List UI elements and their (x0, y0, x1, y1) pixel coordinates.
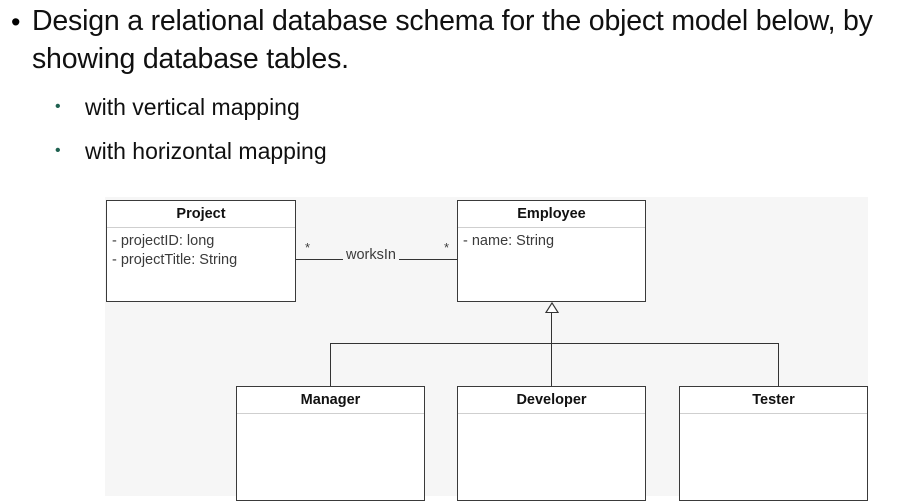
uml-attribute-compartment (458, 414, 645, 418)
main-bullet-line-2: below, by showing database tables. (32, 5, 873, 75)
uml-class-name: Project (107, 201, 295, 228)
sub-bullet-marker-icon: • (55, 142, 61, 159)
association-multiplicity-source: * (305, 240, 311, 255)
generalization-branch-tester (778, 343, 779, 386)
uml-attribute: - projectTitle: String (112, 252, 238, 268)
sub-bullet-marker-icon: • (55, 98, 61, 115)
uml-attribute: - projectID: long (112, 233, 215, 249)
sub-bullet-text: with horizontal mapping (85, 138, 327, 164)
slide-text-block: • Design a relational database schema fo… (0, 0, 911, 190)
main-bullet-text: Design a relational database schema for … (32, 2, 906, 78)
uml-class-name: Developer (458, 387, 645, 414)
uml-class-diagram: Project - projectID: long - projectTitle… (105, 197, 868, 501)
main-bullet-line-1: Design a relational database schema for … (32, 5, 748, 37)
sub-bullet-item-horizontal-mapping: • with horizontal mapping (55, 136, 905, 166)
uml-class-project: Project - projectID: long - projectTitle… (106, 200, 296, 302)
generalization-stem (551, 313, 552, 343)
association-label: worksIn (343, 247, 399, 264)
uml-class-employee: Employee - name: String (457, 200, 646, 302)
uml-attribute-compartment: - name: String (458, 228, 645, 251)
uml-attribute: - name: String (463, 233, 555, 249)
uml-attribute-compartment: - projectID: long - projectTitle: String (107, 228, 295, 270)
generalization-bar (330, 343, 778, 344)
uml-class-developer: Developer (457, 386, 646, 501)
main-bullet-item: • Design a relational database schema fo… (6, 2, 906, 78)
uml-class-name: Tester (680, 387, 867, 414)
uml-attribute-compartment (680, 414, 867, 418)
bullet-marker-icon: • (11, 7, 21, 37)
uml-class-tester: Tester (679, 386, 868, 501)
generalization-branch-developer (551, 343, 552, 386)
uml-class-name: Manager (237, 387, 424, 414)
generalization-arrow-icon (545, 302, 559, 313)
sub-bullet-text: with vertical mapping (85, 94, 300, 120)
association-multiplicity-target: * (444, 240, 450, 255)
generalization-branch-manager (330, 343, 331, 386)
uml-class-manager: Manager (236, 386, 425, 501)
sub-bullet-item-vertical-mapping: • with vertical mapping (55, 92, 905, 122)
uml-class-name: Employee (458, 201, 645, 228)
uml-attribute-compartment (237, 414, 424, 418)
